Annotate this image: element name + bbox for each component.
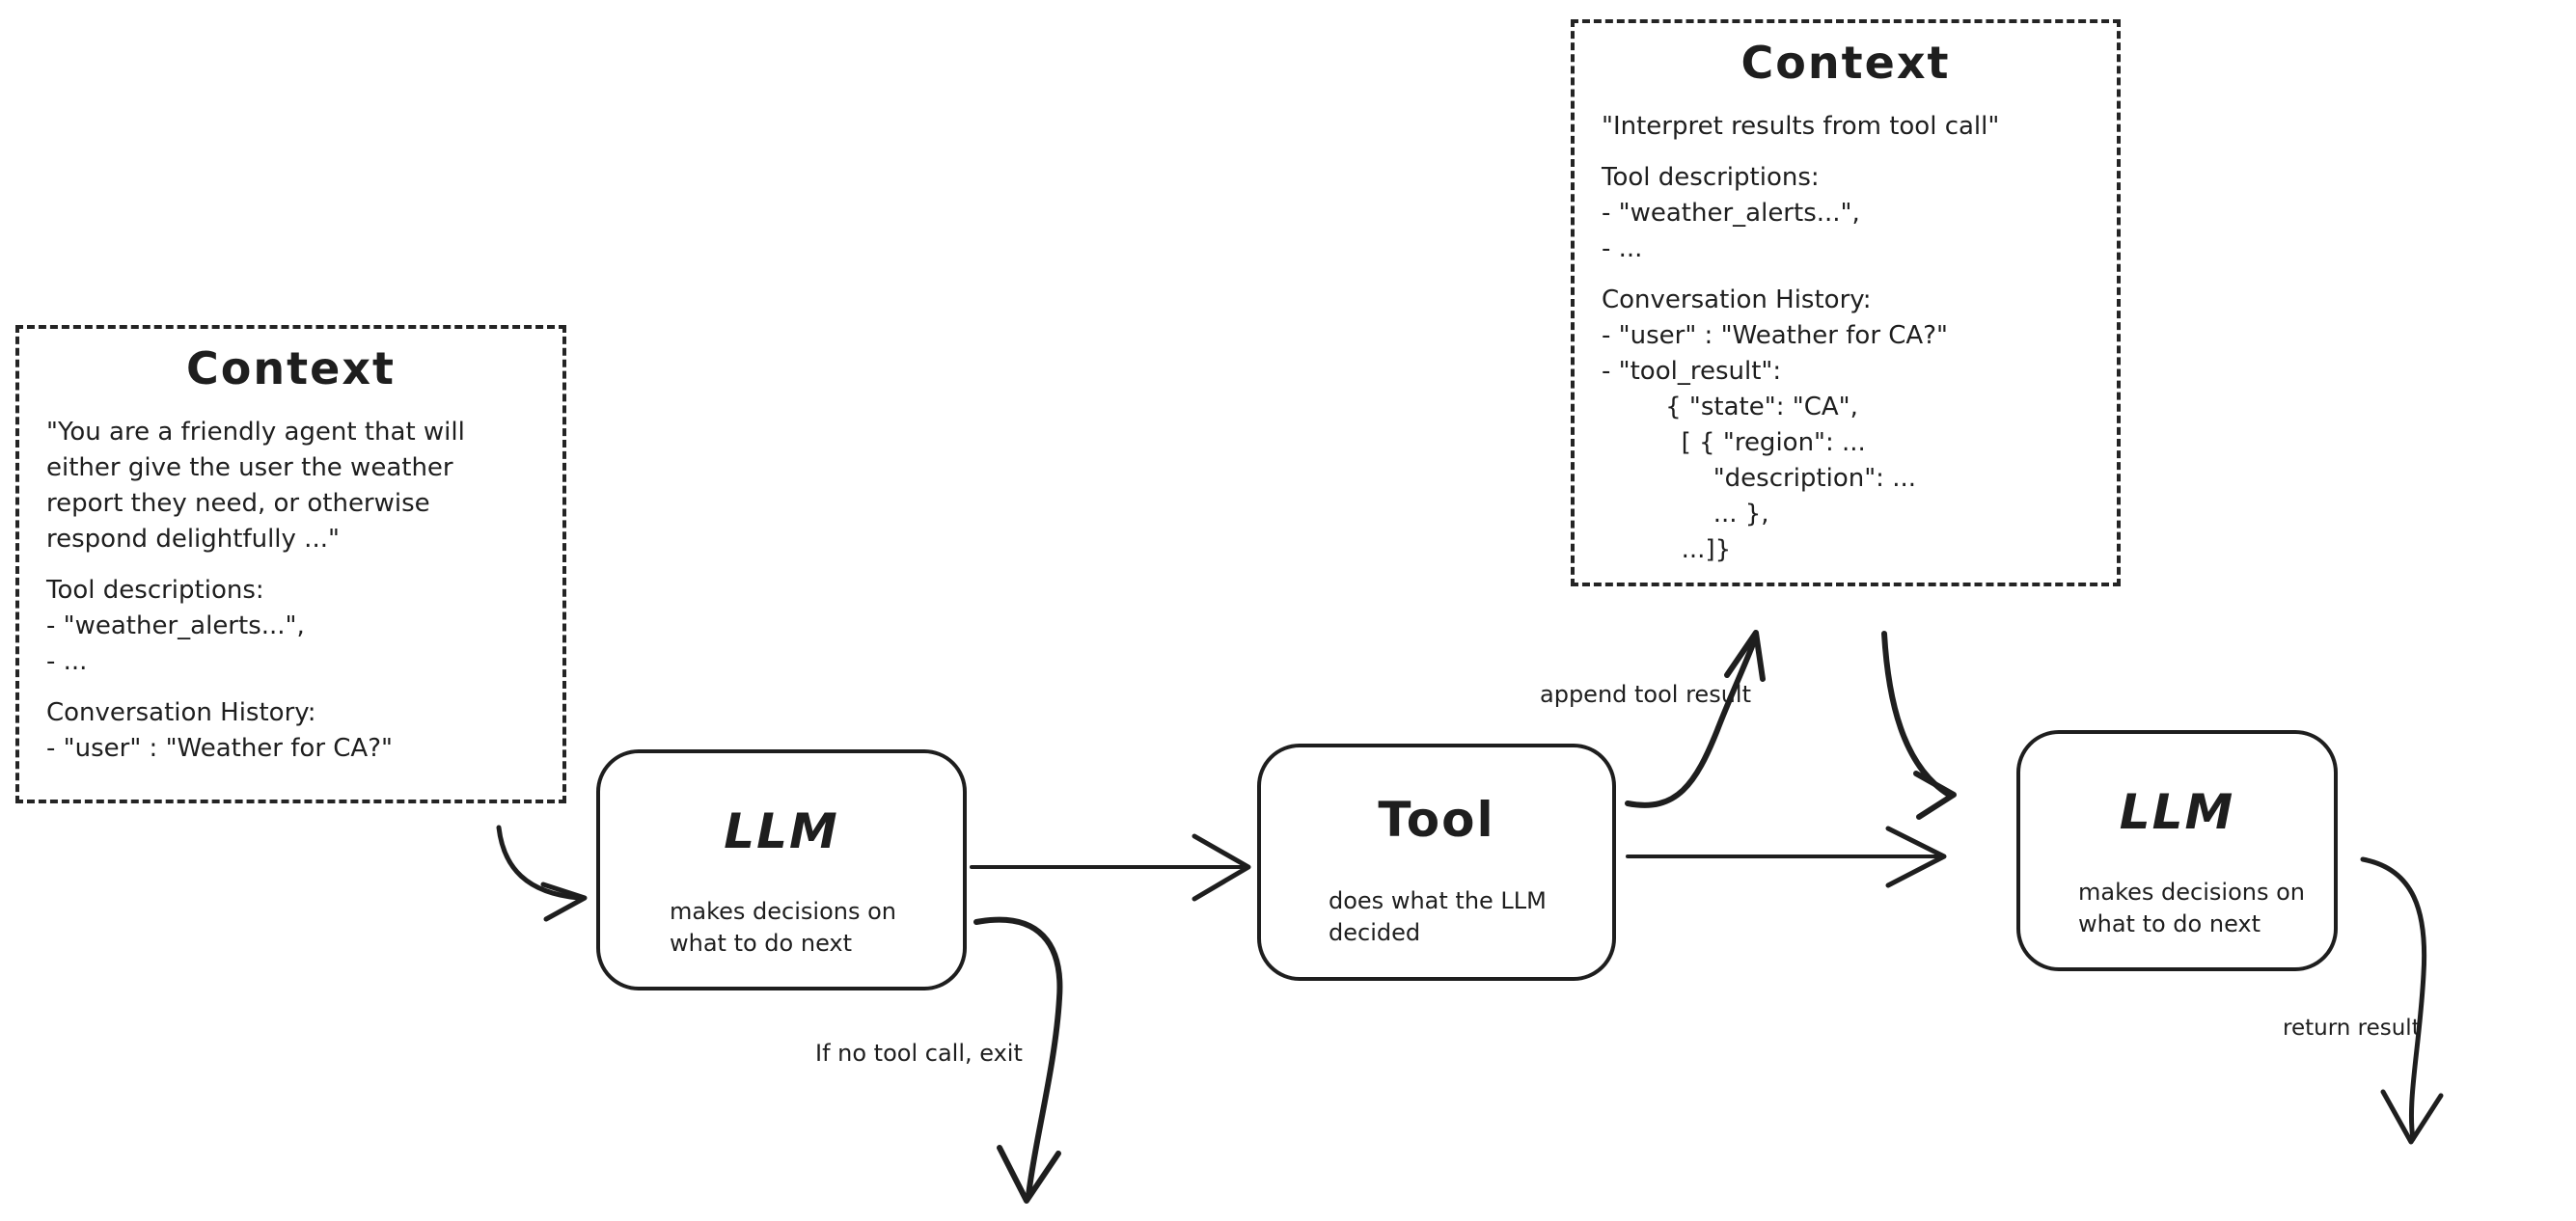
arrow-tool-to-llm2-head: [1885, 826, 1947, 888]
section-heading: Tool descriptions:: [46, 576, 264, 606]
text-line: - "weather_alerts...",: [1602, 199, 1860, 229]
text-line: "You are a friendly agent that will: [46, 418, 465, 448]
text-line: report they need, or otherwise: [46, 489, 430, 519]
section-heading: Conversation History:: [46, 698, 316, 728]
text-line: what to do next: [670, 930, 853, 957]
text-line: makes decisions on: [2078, 879, 2305, 906]
text-line: - "user" : "Weather for CA?": [46, 734, 393, 764]
text-line: - "weather_alerts...",: [46, 611, 305, 641]
text-line: - "user" : "Weather for CA?": [1602, 321, 1948, 351]
text-line: respond delightfully ...": [46, 525, 340, 555]
text-line: { "state": "CA",: [1602, 393, 1858, 422]
section-heading: Tool descriptions:: [1602, 163, 1820, 193]
node-subtitle: makes decisions on what to do next: [600, 896, 963, 960]
text-line: what to do next: [2078, 910, 2261, 937]
text-line: decided: [1329, 919, 1421, 946]
section-heading: Conversation History:: [1602, 285, 1872, 315]
conversation-history: Conversation History: - "user" : "Weathe…: [1602, 283, 2090, 568]
node-tool: Tool does what the LLM decided: [1257, 744, 1616, 981]
arrow-llm1-exit-head: [997, 1145, 1061, 1204]
arrow-llm2-return-head: [2380, 1089, 2444, 1145]
text-line: does what the LLM: [1329, 887, 1547, 914]
text-line: "description": ...: [1602, 464, 1917, 494]
system-prompt: "You are a friendly agent that will eith…: [46, 415, 535, 557]
text-line: - ...: [1602, 234, 1643, 264]
arrow-context-to-llm2: [1881, 631, 1952, 798]
text-line: "Interpret results from tool call": [1602, 112, 2000, 142]
arrow-context-to-llm1: [496, 825, 582, 901]
text-line: either give the user the weather: [46, 453, 453, 483]
tool-descriptions: Tool descriptions: - "weather_alerts..."…: [1602, 160, 2090, 267]
text-line: ...]}: [1602, 535, 1732, 565]
arrow-context-to-llm2-head: [1913, 771, 1957, 820]
arrow-llm1-exit: [973, 916, 1063, 1199]
label-if-no-tool-call-exit: If no tool call, exit: [815, 1040, 1023, 1067]
context-title: Context: [1740, 37, 1951, 89]
label-append-tool-result: append tool result: [1540, 681, 1751, 708]
context-box-initial: Context "You are a friendly agent that w…: [15, 325, 566, 803]
arrow-llm2-return: [2360, 856, 2427, 1142]
node-llm-1: LLM makes decisions on what to do next: [596, 749, 967, 990]
arrow-tool-to-context-head: [1724, 630, 1766, 682]
label-return-result: return result: [2283, 1016, 2421, 1041]
node-title: LLM: [724, 803, 839, 859]
arrow-tool-to-context: [1625, 634, 1759, 808]
node-subtitle: does what the LLM decided: [1261, 885, 1612, 949]
node-llm-2: LLM makes decisions on what to do next: [2016, 730, 2338, 971]
context-title: Context: [186, 342, 396, 394]
node-title: Tool: [1378, 792, 1495, 848]
text-line: - "tool_result":: [1602, 357, 1782, 387]
context-box-after-tool: Context "Interpret results from tool cal…: [1571, 19, 2121, 586]
text-line: - ...: [46, 647, 88, 677]
text-line: ... },: [1602, 500, 1769, 529]
text-line: [ { "region": ...: [1602, 428, 1866, 458]
node-title: LLM: [2119, 784, 2235, 840]
text-line: makes decisions on: [670, 898, 896, 925]
system-prompt: "Interpret results from tool call": [1602, 109, 2090, 145]
node-subtitle: makes decisions on what to do next: [2020, 877, 2334, 940]
arrow-context-to-llm1-head: [540, 882, 588, 922]
conversation-history: Conversation History: - "user" : "Weathe…: [46, 695, 535, 767]
arrow-llm1-to-tool-head: [1192, 833, 1251, 902]
tool-descriptions: Tool descriptions: - "weather_alerts..."…: [46, 573, 535, 680]
